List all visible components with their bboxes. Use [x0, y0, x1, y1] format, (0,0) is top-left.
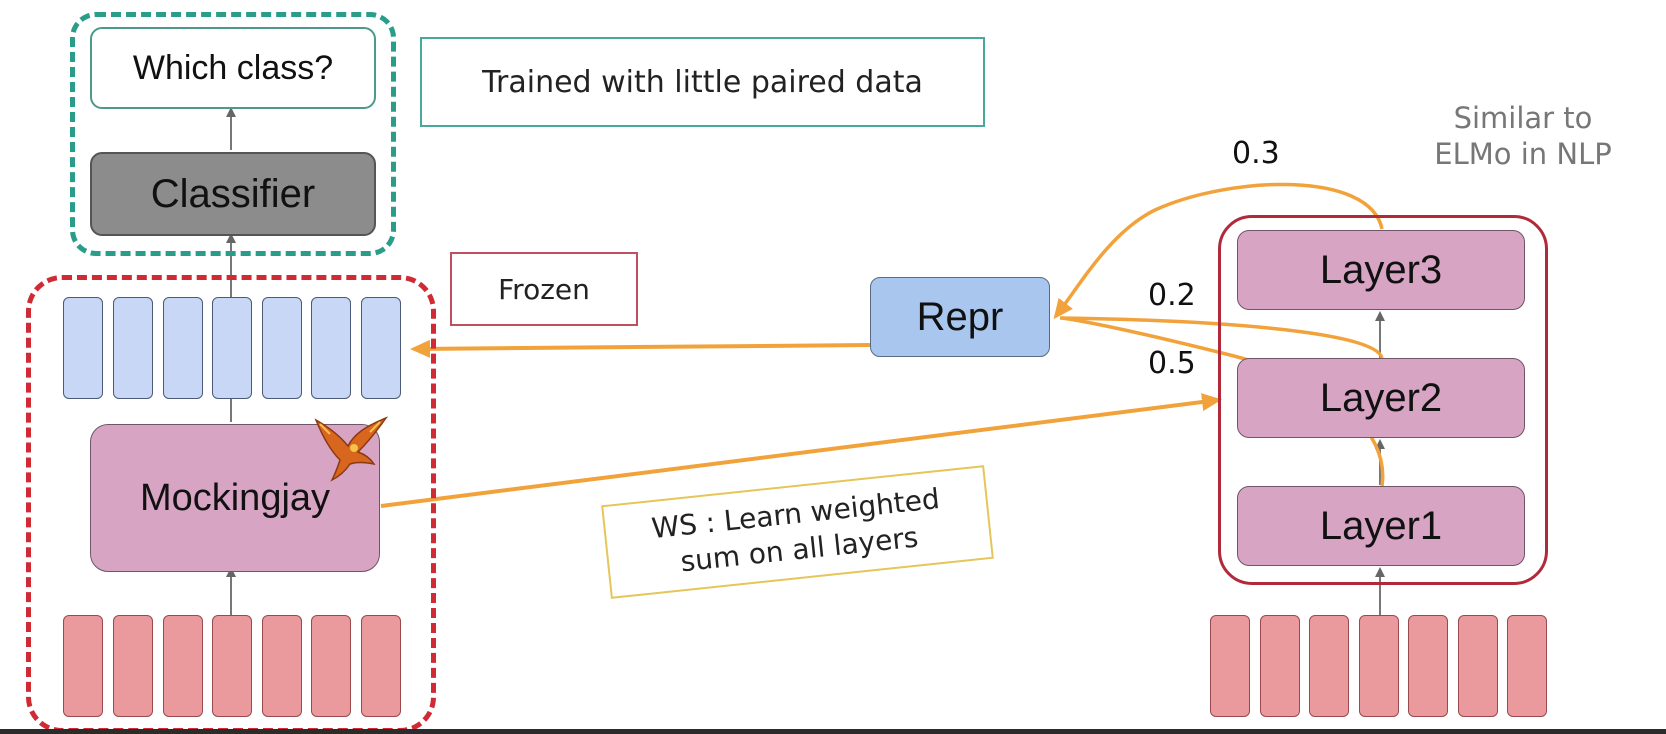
similar-note-line2: ELMo in NLP [1434, 137, 1612, 171]
input-token [1210, 615, 1250, 717]
arrow-layer2-weight [1059, 316, 1384, 359]
repr-label: Repr [916, 294, 1004, 339]
input-token [163, 615, 203, 717]
weight-label-layer1: 0.5 [1148, 346, 1196, 381]
arrow-layer3-weight [1053, 182, 1384, 320]
frozen-note-label: Frozen [498, 272, 590, 306]
input-token [1359, 615, 1399, 717]
layer1-label: Layer1 [1319, 503, 1443, 548]
question-box: Which class? [90, 27, 376, 109]
input-token [262, 615, 302, 717]
classifier-box: Classifier [90, 152, 376, 236]
input-token [1260, 615, 1300, 717]
feature-token [262, 297, 302, 399]
input-token [113, 615, 153, 717]
arrow-mockingjay-to-layers [380, 393, 1222, 508]
frozen-note: Frozen [450, 252, 638, 326]
feature-token [212, 297, 252, 399]
input-token [1458, 615, 1498, 717]
trained-note: Trained with little paired data [420, 37, 985, 127]
layer2-box: Layer2 [1237, 358, 1525, 438]
similar-note: Similar to ELMo in NLP [1418, 100, 1628, 180]
feature-token [311, 297, 351, 399]
feature-token [113, 297, 153, 399]
bottom-edge-bar [0, 729, 1666, 734]
similar-note-line1: Similar to [1453, 101, 1593, 135]
layer1-box: Layer1 [1237, 486, 1525, 566]
input-token [1507, 615, 1547, 717]
repr-box: Repr [870, 277, 1050, 357]
bird-icon [314, 416, 389, 482]
feature-token [63, 297, 103, 399]
feature-token [361, 297, 401, 399]
classifier-group [70, 12, 396, 256]
input-token [1309, 615, 1349, 717]
feature-token [163, 297, 203, 399]
arrow-repr-to-frozen-features [410, 339, 871, 358]
input-token [361, 615, 401, 717]
weight-label-layer3: 0.3 [1232, 136, 1280, 171]
layer3-box: Layer3 [1237, 230, 1525, 310]
trained-note-label: Trained with little paired data [482, 64, 923, 100]
input-token [1408, 615, 1448, 717]
input-token [311, 615, 351, 717]
model-container [1218, 215, 1548, 585]
weight-label-layer2: 0.2 [1148, 278, 1196, 313]
classifier-label: Classifier [150, 171, 316, 216]
layer2-label: Layer2 [1319, 375, 1443, 420]
mockingjay-label: Mockingjay [139, 476, 331, 519]
input-token [212, 615, 252, 717]
arrow-layer1-weight [1061, 316, 1385, 487]
input-token [63, 615, 103, 717]
layer3-label: Layer3 [1319, 247, 1443, 292]
question-label: Which class? [132, 48, 334, 87]
